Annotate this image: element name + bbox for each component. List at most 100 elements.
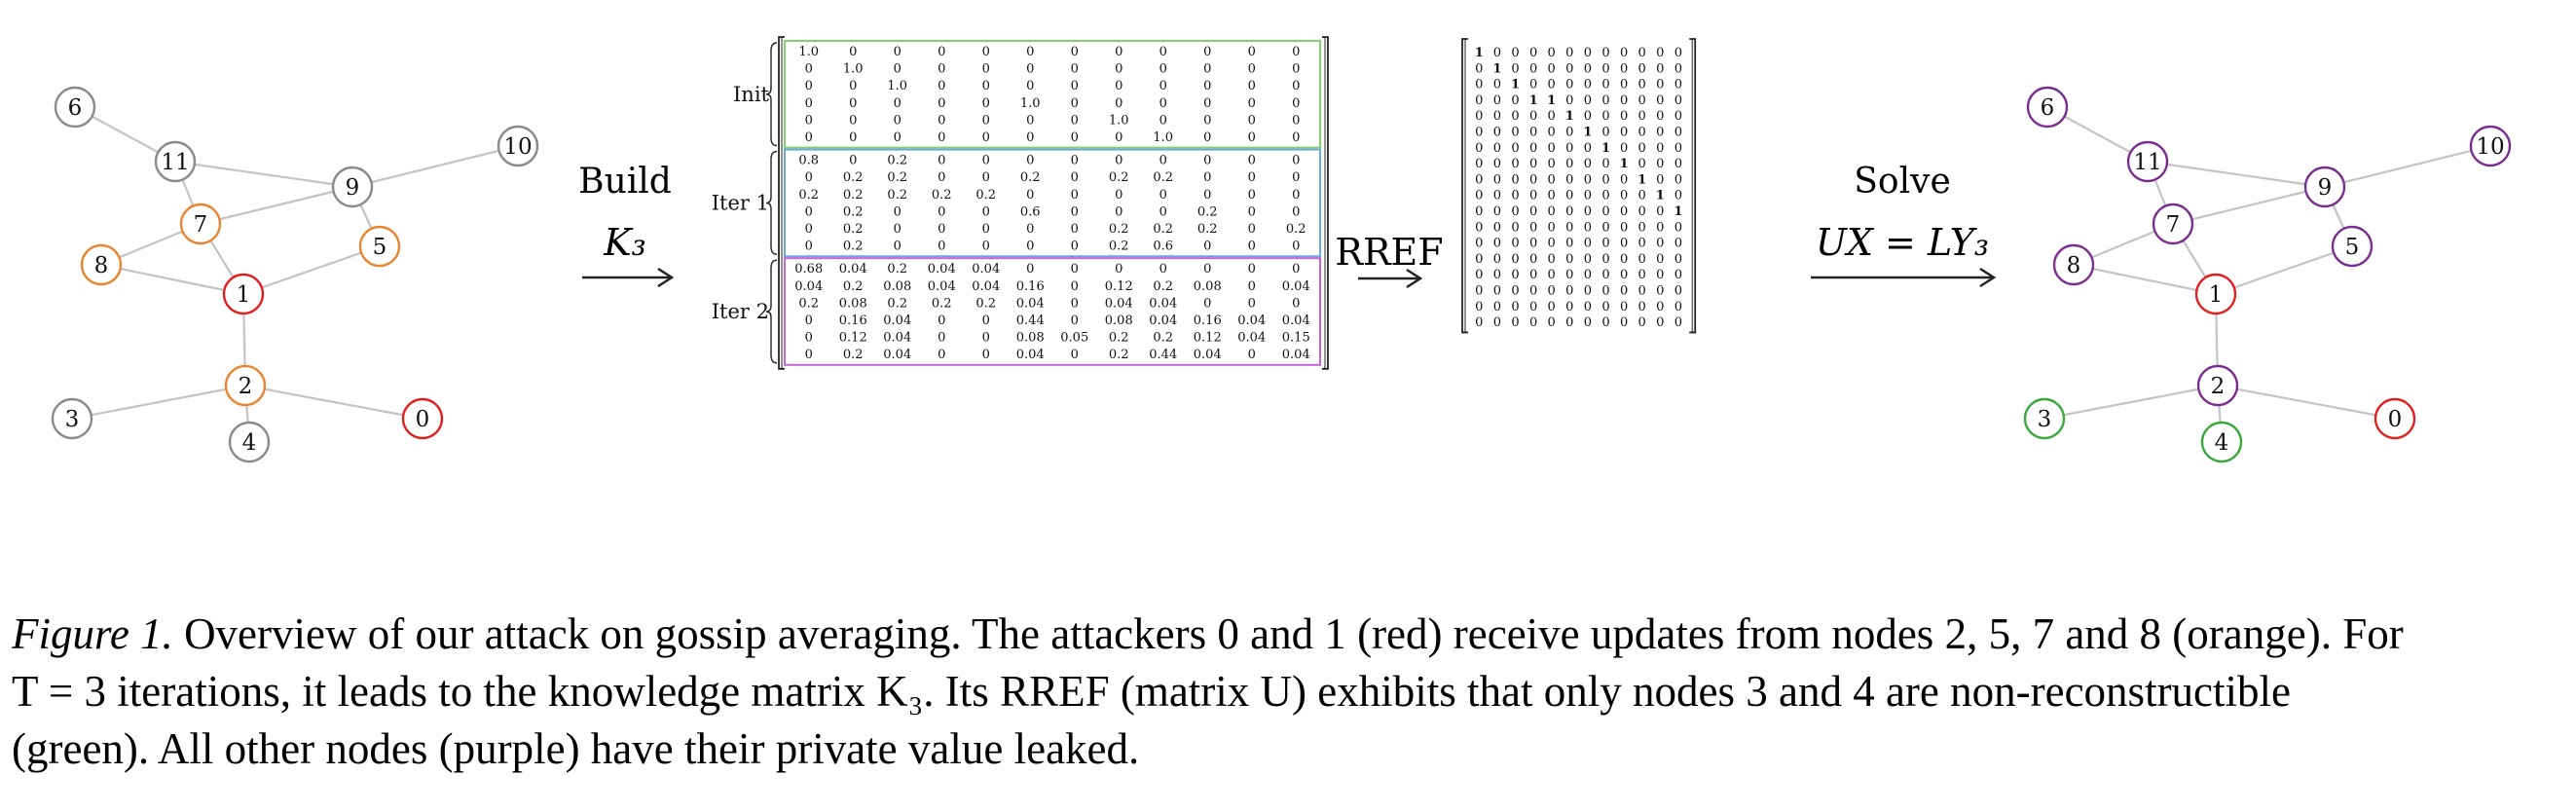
rref-cell: 0: [1656, 300, 1664, 314]
rref-cell: 0: [1548, 204, 1556, 219]
graph-node-7: 7: [179, 203, 222, 245]
k-cell: 0: [1115, 130, 1122, 145]
graph-node-2: 2: [2196, 364, 2239, 407]
block-outline: [784, 40, 1321, 149]
k-cell: 0: [805, 314, 813, 328]
k-cell: 0.2: [887, 296, 907, 311]
rref-cell: 0: [1529, 109, 1537, 124]
k-cell: 0.04: [972, 279, 1000, 294]
rref-cell: 0: [1565, 220, 1573, 235]
k-cell: 0.2: [1153, 279, 1173, 294]
rref-cell: 0: [1620, 93, 1628, 108]
graph-edge: [2215, 244, 2353, 296]
rref-cell: 0: [1529, 204, 1537, 219]
k-cell: 0: [1248, 240, 1256, 254]
k-cell: 0: [805, 130, 813, 145]
k-cell: 0: [1071, 240, 1079, 254]
rref-cell: 0: [1620, 141, 1628, 156]
rref-cell: 0: [1674, 141, 1682, 156]
rref-cell: 0: [1511, 109, 1519, 124]
graph-node-6: 6: [54, 86, 96, 129]
k-cell: 0: [1292, 45, 1300, 59]
k-cell: 0: [938, 130, 945, 145]
k-cell: 0.2: [1153, 222, 1173, 237]
rref-cell: 0: [1511, 300, 1519, 314]
k-cell: 0: [982, 240, 990, 254]
k-cell: 0.2: [887, 154, 907, 168]
graph-edge: [71, 384, 246, 421]
k-cell: 0: [1248, 188, 1256, 203]
k-cell: 0: [1159, 262, 1167, 277]
rref-cell: 0: [1674, 220, 1682, 235]
rref-cell: 0: [1529, 46, 1537, 60]
rref-cell: 1: [1601, 141, 1610, 156]
k-cell: 0: [894, 62, 902, 77]
rref-cell: 0: [1493, 78, 1501, 92]
rref-cell: 0: [1475, 157, 1483, 171]
rref-cell: 0: [1475, 284, 1483, 299]
k-cell: 0: [894, 113, 902, 128]
k-cell: 0: [938, 79, 945, 93]
node-label: 4: [242, 430, 257, 456]
rref-cell: 0: [1584, 189, 1592, 203]
rref-cell: 0: [1475, 172, 1483, 187]
k-cell: 0: [938, 170, 945, 185]
node-label: 10: [503, 134, 532, 160]
k-cell: 0: [849, 130, 857, 145]
k-cell: 0: [982, 204, 990, 219]
node-label: 7: [2166, 212, 2181, 238]
rref-cell: 0: [1493, 204, 1501, 219]
block-brace: [765, 42, 778, 147]
k-cell: 0: [1203, 113, 1211, 128]
rref-cell: 0: [1548, 78, 1556, 92]
node-label: 2: [2211, 374, 2226, 399]
rref-cell: 0: [1475, 300, 1483, 314]
k-cell: 0.2: [798, 296, 819, 311]
k-cell: 0.04: [1282, 314, 1310, 328]
rref-cell: 0: [1674, 284, 1682, 299]
k-cell: 0.2: [1197, 222, 1218, 237]
rref-cell: 0: [1548, 141, 1556, 156]
k-cell: 0.04: [928, 262, 956, 277]
k-cell: 0.16: [1194, 314, 1222, 328]
graph-node-10: 10: [2469, 125, 2512, 167]
rref-cell: 0: [1565, 78, 1573, 92]
k-cell: 0: [1248, 79, 1256, 93]
k-cell: 0.04: [883, 331, 911, 346]
k-cell: 0: [894, 130, 902, 145]
graph-node-4: 4: [228, 421, 271, 463]
k-cell: 0: [1071, 296, 1079, 311]
k-cell: 0: [1248, 170, 1256, 185]
rref-cell: 0: [1601, 189, 1609, 203]
k-cell: 0: [938, 45, 945, 59]
rref-cell: 0: [1620, 252, 1628, 267]
k-cell: 0: [1203, 62, 1211, 77]
rref-cell: 0: [1620, 126, 1628, 140]
k-cell: 0: [1248, 279, 1256, 294]
k-cell: 0.04: [972, 262, 1000, 277]
k-cell: 0: [805, 113, 813, 128]
rref-cell: 0: [1656, 109, 1664, 124]
k-cell: 0: [1159, 154, 1167, 168]
rref-cell: 0: [1620, 204, 1628, 219]
graph-node-8: 8: [2052, 243, 2095, 286]
rref-cell: 0: [1584, 157, 1592, 171]
k-cell: 0.2: [1020, 170, 1041, 185]
graph-edge: [2217, 384, 2396, 421]
k-cell: 0: [1026, 262, 1034, 277]
node-label: 9: [346, 175, 360, 201]
node-label: 2: [239, 374, 253, 399]
rref-cell: 0: [1493, 252, 1501, 267]
k-cell: 0: [1292, 296, 1300, 311]
k-cell: 0.08: [1105, 314, 1133, 328]
k-cell: 1.0: [843, 62, 864, 77]
figure-caption: Figure 1. Overview of our attack on goss…: [12, 606, 2562, 778]
caption-label: Figure 1.: [12, 609, 173, 658]
k-cell: 0.2: [1109, 240, 1129, 254]
k-cell: 0: [1159, 188, 1167, 203]
rref-cell: 0: [1475, 268, 1483, 282]
caption-line-1: Figure 1. Overview of our attack on goss…: [12, 609, 2404, 658]
rref-cell: 0: [1529, 78, 1537, 92]
block-brace: [765, 150, 778, 255]
